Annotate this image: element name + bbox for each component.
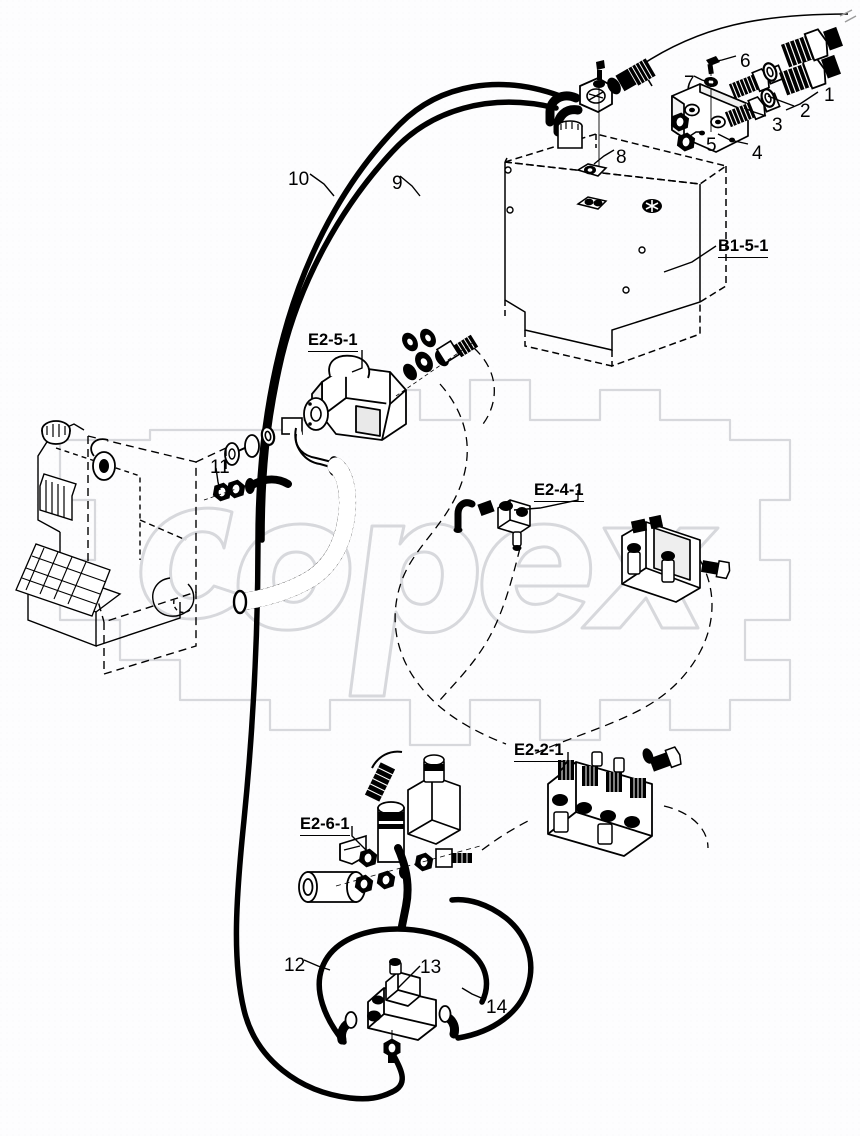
callout-6: 6 [740,51,751,72]
manifold-block-assembly [298,750,481,930]
bolt-6 [706,56,720,75]
callout-12: 12 [284,955,306,976]
hose-10 [259,99,559,543]
callout-3: 3 [772,115,783,136]
callout-7: 7 [684,73,695,94]
suction-hose [232,457,357,615]
pilot-valve-assembly [453,499,531,551]
quick-coupler-1b [780,26,844,68]
fitting-11 [203,475,292,503]
callout-9: 9 [392,173,403,194]
corner-tick [839,9,857,23]
callout-10: 10 [288,169,310,190]
hose-9-lower [389,1053,405,1095]
quick-coupler-1a [778,54,842,96]
hose-12 [316,926,490,1045]
callout-2: 2 [800,101,811,122]
group-label-e2-4-1: E2-4-1 [534,482,584,502]
callout-8: 8 [616,147,627,168]
lower-solenoid-valve [337,958,459,1063]
callout-4: 4 [752,143,763,164]
group-label-e2-2-1: E2-2-1 [514,742,564,762]
callout-11: 11 [210,457,230,478]
callout-13: 13 [420,957,442,978]
left-tank-phantom [15,420,227,675]
control-valve-midright [621,514,731,603]
phantom-routing-lines [394,347,713,851]
group-label-e2-6-1: E2-6-1 [300,816,350,836]
hose-14 [449,896,534,1041]
group-label-b1-5-1: B1-5-1 [718,238,769,258]
callout-5: 5 [706,135,717,156]
callout-14: 14 [486,997,508,1018]
leader-lines [215,55,819,1001]
hydraulic-tank-assembly [504,120,728,368]
nipple-upper [728,64,785,100]
main-control-valve-bank [547,746,682,857]
top-fitting-cluster [545,58,656,172]
callout-1: 1 [824,85,835,106]
copex-watermark-text [139,506,720,698]
group-label-e2-5-1: E2-5-1 [308,332,358,352]
